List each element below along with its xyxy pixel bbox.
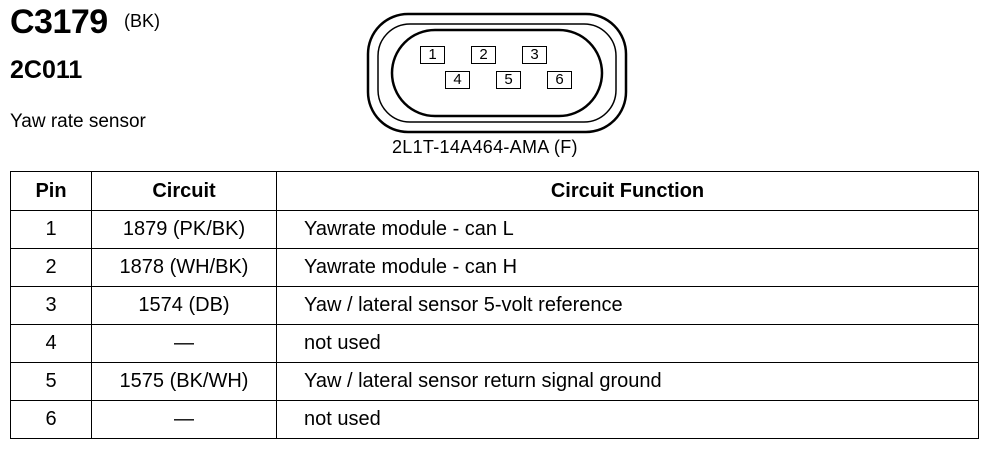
table-header-row: Pin Circuit Circuit Function bbox=[10, 171, 979, 211]
cell-circuit: 1878 (WH/BK) bbox=[91, 248, 277, 287]
cell-function: not used bbox=[276, 400, 979, 439]
cell-pin: 5 bbox=[10, 362, 92, 401]
connector-face-diagram: 1 2 3 4 5 6 bbox=[362, 8, 632, 138]
cell-circuit: — bbox=[91, 400, 277, 439]
cell-pin: 3 bbox=[10, 286, 92, 325]
cell-pin: 6 bbox=[10, 400, 92, 439]
table-row: 4 — not used bbox=[10, 324, 979, 363]
pin-cavity-1: 1 bbox=[420, 46, 445, 64]
cell-pin: 1 bbox=[10, 210, 92, 249]
cell-circuit: 1574 (DB) bbox=[91, 286, 277, 325]
header-pin: Pin bbox=[10, 171, 92, 211]
component-description: Yaw rate sensor bbox=[10, 111, 146, 132]
table-row: 3 1574 (DB) Yaw / lateral sensor 5-volt … bbox=[10, 286, 979, 325]
cell-function: Yawrate module - can L bbox=[276, 210, 979, 249]
pin-cavity-2: 2 bbox=[471, 46, 496, 64]
cell-function: Yaw / lateral sensor 5-volt reference bbox=[276, 286, 979, 325]
cell-function: Yaw / lateral sensor return signal groun… bbox=[276, 362, 979, 401]
header-circuit: Circuit bbox=[91, 171, 277, 211]
cell-pin: 4 bbox=[10, 324, 92, 363]
pin-cavity-5: 5 bbox=[496, 71, 521, 89]
cell-circuit: — bbox=[91, 324, 277, 363]
pin-cavity-6: 6 bbox=[547, 71, 572, 89]
connector-part-number: 2L1T-14A464-AMA (F) bbox=[392, 137, 578, 157]
pinout-table: Pin Circuit Circuit Function 1 1879 (PK/… bbox=[10, 171, 979, 439]
cell-function: Yawrate module - can H bbox=[276, 248, 979, 287]
cell-pin: 2 bbox=[10, 248, 92, 287]
table-row: 6 — not used bbox=[10, 400, 979, 439]
cell-circuit: 1879 (PK/BK) bbox=[91, 210, 277, 249]
cell-function: not used bbox=[276, 324, 979, 363]
cell-circuit: 1575 (BK/WH) bbox=[91, 362, 277, 401]
connector-color: (BK) bbox=[124, 11, 160, 31]
pin-cavity-3: 3 bbox=[522, 46, 547, 64]
component-id: 2C011 bbox=[10, 56, 83, 84]
header-circuit-function: Circuit Function bbox=[276, 171, 979, 211]
pin-cavity-4: 4 bbox=[445, 71, 470, 89]
table-row: 2 1878 (WH/BK) Yawrate module - can H bbox=[10, 248, 979, 287]
table-row: 1 1879 (PK/BK) Yawrate module - can L bbox=[10, 210, 979, 249]
connector-id: C3179 bbox=[10, 3, 108, 41]
table-row: 5 1575 (BK/WH) Yaw / lateral sensor retu… bbox=[10, 362, 979, 401]
connector-outline bbox=[366, 12, 628, 134]
